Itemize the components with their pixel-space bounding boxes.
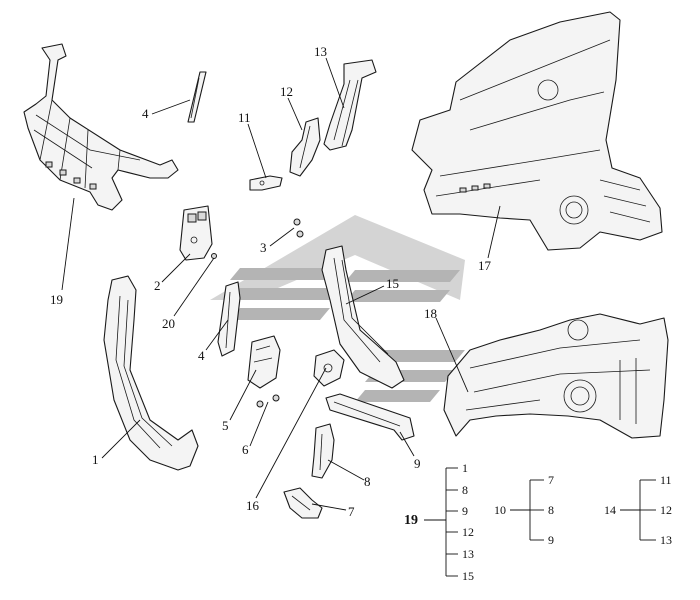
callout-8: 8 xyxy=(364,474,371,489)
tree-19-child-2: 8 xyxy=(462,483,468,497)
tree-14-child-2: 12 xyxy=(660,503,672,517)
part-8-gusset xyxy=(311,423,335,479)
part-1-side-rail xyxy=(103,275,199,471)
part-12-bracket xyxy=(289,117,321,177)
tree-14-child-1: 11 xyxy=(660,473,672,487)
part-15-longitudinal-member xyxy=(321,245,405,389)
leader-lines xyxy=(61,57,501,511)
tree-10-child-1: 7 xyxy=(548,473,554,487)
tree-19-root: 19 xyxy=(404,513,418,528)
callout-1: 1 xyxy=(92,452,99,467)
part-11-small-bracket xyxy=(249,175,283,191)
part-9-rail-extension xyxy=(325,393,415,441)
tree-19-child-3: 9 xyxy=(462,504,468,518)
tree-14-child-3: 13 xyxy=(660,533,672,547)
callout-16: 16 xyxy=(246,498,260,513)
part-18-body-assembly-lower xyxy=(443,313,669,439)
part-19-radiator-support xyxy=(23,43,179,211)
part-4-slim-panel-lower xyxy=(217,281,241,357)
callout-20: 20 xyxy=(162,316,175,331)
callout-labels: 19 4 13 12 11 3 2 20 1 4 5 6 16 15 18 17… xyxy=(50,44,492,519)
callout-4-upper: 4 xyxy=(142,106,149,121)
assembly-tree-14: 14 11 12 13 xyxy=(604,473,672,547)
callout-18: 18 xyxy=(424,306,437,321)
tree-10-child-2: 8 xyxy=(548,503,554,517)
callout-15: 15 xyxy=(386,276,399,291)
tree-10-child-3: 9 xyxy=(548,533,554,547)
part-20-screw xyxy=(211,253,217,259)
part-6-fasteners xyxy=(256,394,280,408)
part-3-bolts xyxy=(293,218,304,238)
tree-19-child-4: 12 xyxy=(462,525,474,539)
part-4-thin-bar-upper xyxy=(187,71,207,123)
callout-2: 2 xyxy=(154,278,161,293)
callout-13: 13 xyxy=(314,44,327,59)
part-2-mounting-plate xyxy=(179,205,213,261)
tree-19-child-6: 15 xyxy=(462,569,474,583)
callout-7: 7 xyxy=(348,504,355,519)
assembly-tree-19: 19 1 8 9 12 13 15 xyxy=(404,461,474,583)
callout-3: 3 xyxy=(260,240,267,255)
part-17-body-assembly-upper xyxy=(411,11,663,251)
callout-12: 12 xyxy=(280,84,293,99)
callout-4-lower: 4 xyxy=(198,348,205,363)
tree-10-root: 10 xyxy=(494,503,506,517)
part-13-pillar xyxy=(323,59,377,151)
callout-6: 6 xyxy=(242,442,249,457)
callout-5: 5 xyxy=(222,418,229,433)
part-16-reinforcement-plate xyxy=(313,349,345,387)
tree-19-child-5: 13 xyxy=(462,547,474,561)
callout-9: 9 xyxy=(414,456,421,471)
part-7-lower-bracket xyxy=(283,487,323,519)
tree-14-root: 14 xyxy=(604,503,616,517)
assembly-tree-10: 10 7 8 9 xyxy=(494,473,554,547)
callout-19: 19 xyxy=(50,292,63,307)
part-5-bracket-plate xyxy=(247,335,281,389)
tree-19-child-1: 1 xyxy=(462,461,468,475)
callout-11: 11 xyxy=(238,110,251,125)
callout-17: 17 xyxy=(478,258,492,273)
